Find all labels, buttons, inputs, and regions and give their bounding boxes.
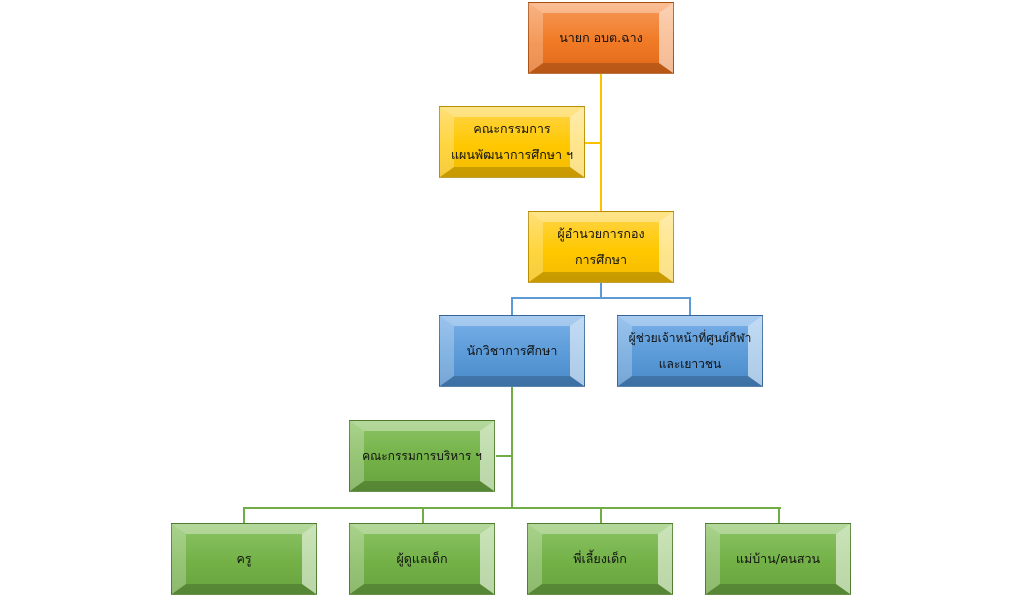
node-label: แม่บ้าน/คนสวน (735, 551, 821, 566)
connector-line (600, 507, 602, 523)
node-teacher: ครู (171, 523, 317, 595)
node-label: นายก อบต.ฉาง (559, 30, 643, 45)
node-committee-admin: คณะกรรมการบริหาร ฯ (349, 420, 495, 492)
node-nanny: พี่เลี้ยงเด็ก (527, 523, 673, 595)
node-label: ครู (236, 551, 252, 566)
connector-line (496, 455, 512, 457)
node-housekeeper-gardener: แม่บ้าน/คนสวน (705, 523, 851, 595)
node-label: ผู้ช่วยเจ้าหน้าที่ศูนย์กีฬาและเยาวชน (628, 331, 752, 371)
connector-line (243, 507, 781, 509)
connector-line (511, 387, 513, 509)
connector-line (511, 297, 691, 299)
node-director: ผู้อำนวยการกองการศึกษา (528, 211, 674, 283)
node-label: นักวิชาการศึกษา (466, 343, 558, 358)
node-label: ผู้ดูแลเด็ก (396, 551, 448, 566)
node-mayor: นายก อบต.ฉาง (528, 2, 674, 74)
node-label: ผู้อำนวยการกองการศึกษา (557, 226, 645, 267)
connector-line (511, 297, 513, 315)
node-label: คณะกรรมการบริหาร ฯ (362, 449, 482, 463)
connector-line (778, 507, 780, 523)
node-caregiver: ผู้ดูแลเด็ก (349, 523, 495, 595)
connector-line (422, 507, 424, 523)
node-committee-plan: คณะกรรมการแผนพัฒนาการศึกษา ฯ (439, 106, 585, 178)
connector-line (600, 74, 602, 211)
node-sports-assistant: ผู้ช่วยเจ้าหน้าที่ศูนย์กีฬาและเยาวชน (617, 315, 763, 387)
node-label: คณะกรรมการแผนพัฒนาการศึกษา ฯ (450, 121, 574, 162)
connector-line (243, 507, 245, 523)
connector-line (585, 142, 601, 144)
node-education-officer: นักวิชาการศึกษา (439, 315, 585, 387)
connector-line (689, 297, 691, 315)
connector-line (600, 283, 602, 298)
node-label: พี่เลี้ยงเด็ก (573, 551, 627, 566)
